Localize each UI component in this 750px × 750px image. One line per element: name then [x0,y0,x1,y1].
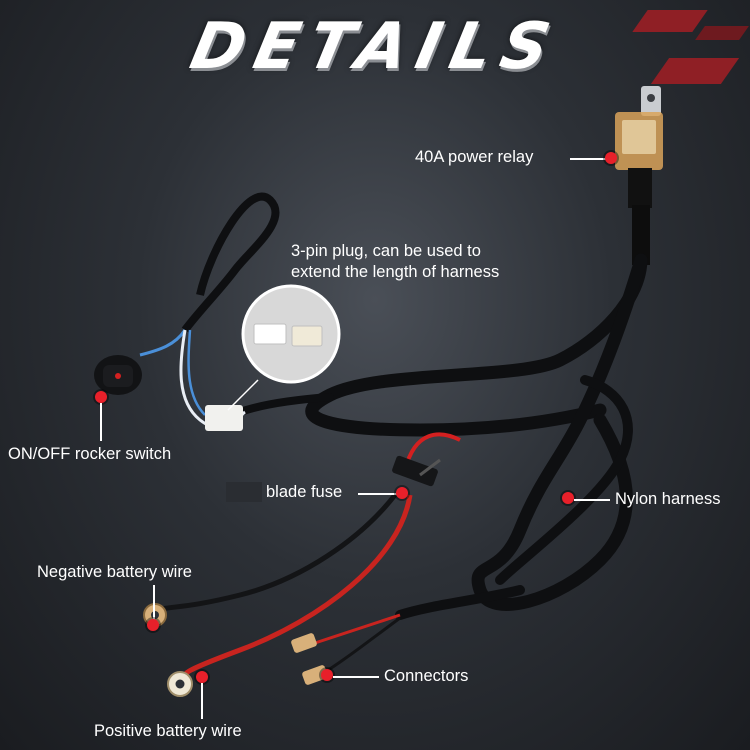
positive-leader [201,683,203,719]
negative-marker [147,619,159,631]
plug-closeup-image [227,284,341,411]
battery-wires-image [143,493,413,697]
switch-marker [95,391,107,403]
nylon-leader [574,499,610,501]
positive-wire-label: Positive battery wire [94,722,242,740]
relay-image [615,86,663,265]
fuse-image [392,432,461,487]
switch-leader [100,403,102,441]
plug-label: 3-pin plug, can be used to extend the le… [291,241,551,283]
plug-label-line-2: extend the length of harness [291,263,500,281]
positive-marker [196,671,208,683]
switch-harness-image [94,192,280,431]
connectors-image [291,613,401,685]
relay-label: 40A power relay [415,148,534,166]
fuse-marker [396,487,408,499]
connectors-marker [321,669,333,681]
nylon-marker [562,492,574,504]
switch-label: ON/OFF rocker switch [8,445,172,463]
nylon-label: Nylon harness [615,490,721,508]
nylon-harness-image [236,253,648,620]
relay-marker [605,152,617,164]
plug-label-line-1: 3-pin plug, can be used to [291,242,481,260]
negative-leader [153,585,155,621]
fuse-label: blade fuse [266,483,343,501]
fuse-leader [358,493,398,495]
negative-wire-label: Negative battery wire [37,563,192,581]
redaction-box [226,482,262,502]
relay-leader [570,158,610,160]
connectors-leader [333,676,379,678]
connectors-label: Connectors [384,667,469,685]
